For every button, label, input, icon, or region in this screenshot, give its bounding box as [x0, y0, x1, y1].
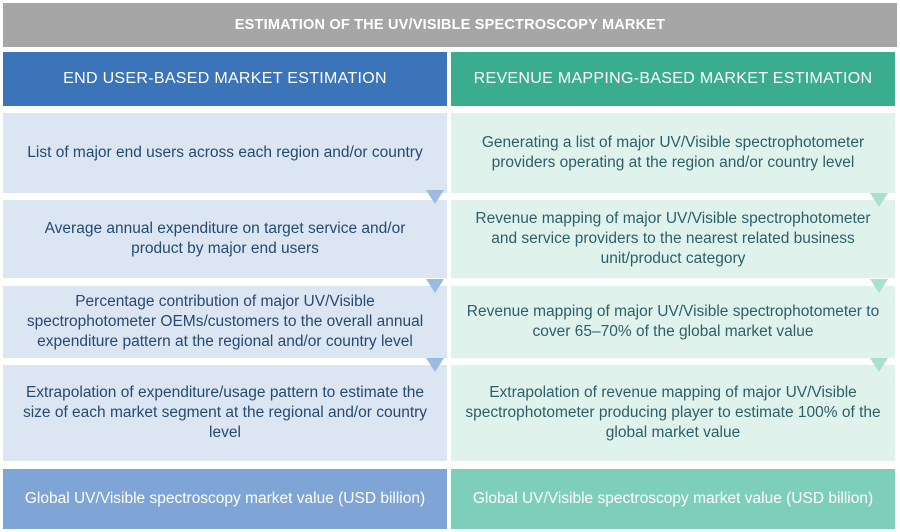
revenue-step-4: Extrapolation of revenue mapping of majo… [451, 365, 895, 461]
column-heading-end-user: END USER-BASED MARKET ESTIMATION [3, 52, 447, 106]
revenue-step-1: Generating a list of major UV/Visible sp… [451, 113, 895, 193]
arrow-down-icon [426, 190, 444, 204]
end-user-step-1: List of major end users across each regi… [3, 113, 447, 193]
column-heading-revenue-mapping: REVENUE MAPPING-BASED MARKET ESTIMATION [451, 52, 895, 106]
diagram-title: ESTIMATION OF THE UV/VISIBLE SPECTROSCOP… [3, 3, 897, 47]
arrow-down-icon [426, 279, 444, 293]
arrow-down-icon [426, 358, 444, 372]
end-user-step-3: Percentage contribution of major UV/Visi… [3, 286, 447, 358]
arrow-down-icon [870, 358, 888, 372]
arrow-down-icon [870, 279, 888, 293]
revenue-result: Global UV/Visible spectroscopy market va… [451, 469, 895, 529]
revenue-step-2: Revenue mapping of major UV/Visible spec… [451, 200, 895, 278]
arrow-down-icon [870, 193, 888, 207]
end-user-step-4: Extrapolation of expenditure/usage patte… [3, 365, 447, 461]
end-user-step-2: Average annual expenditure on target ser… [3, 200, 447, 278]
end-user-result: Global UV/Visible spectroscopy market va… [3, 469, 447, 529]
revenue-step-3: Revenue mapping of major UV/Visible spec… [451, 286, 895, 358]
